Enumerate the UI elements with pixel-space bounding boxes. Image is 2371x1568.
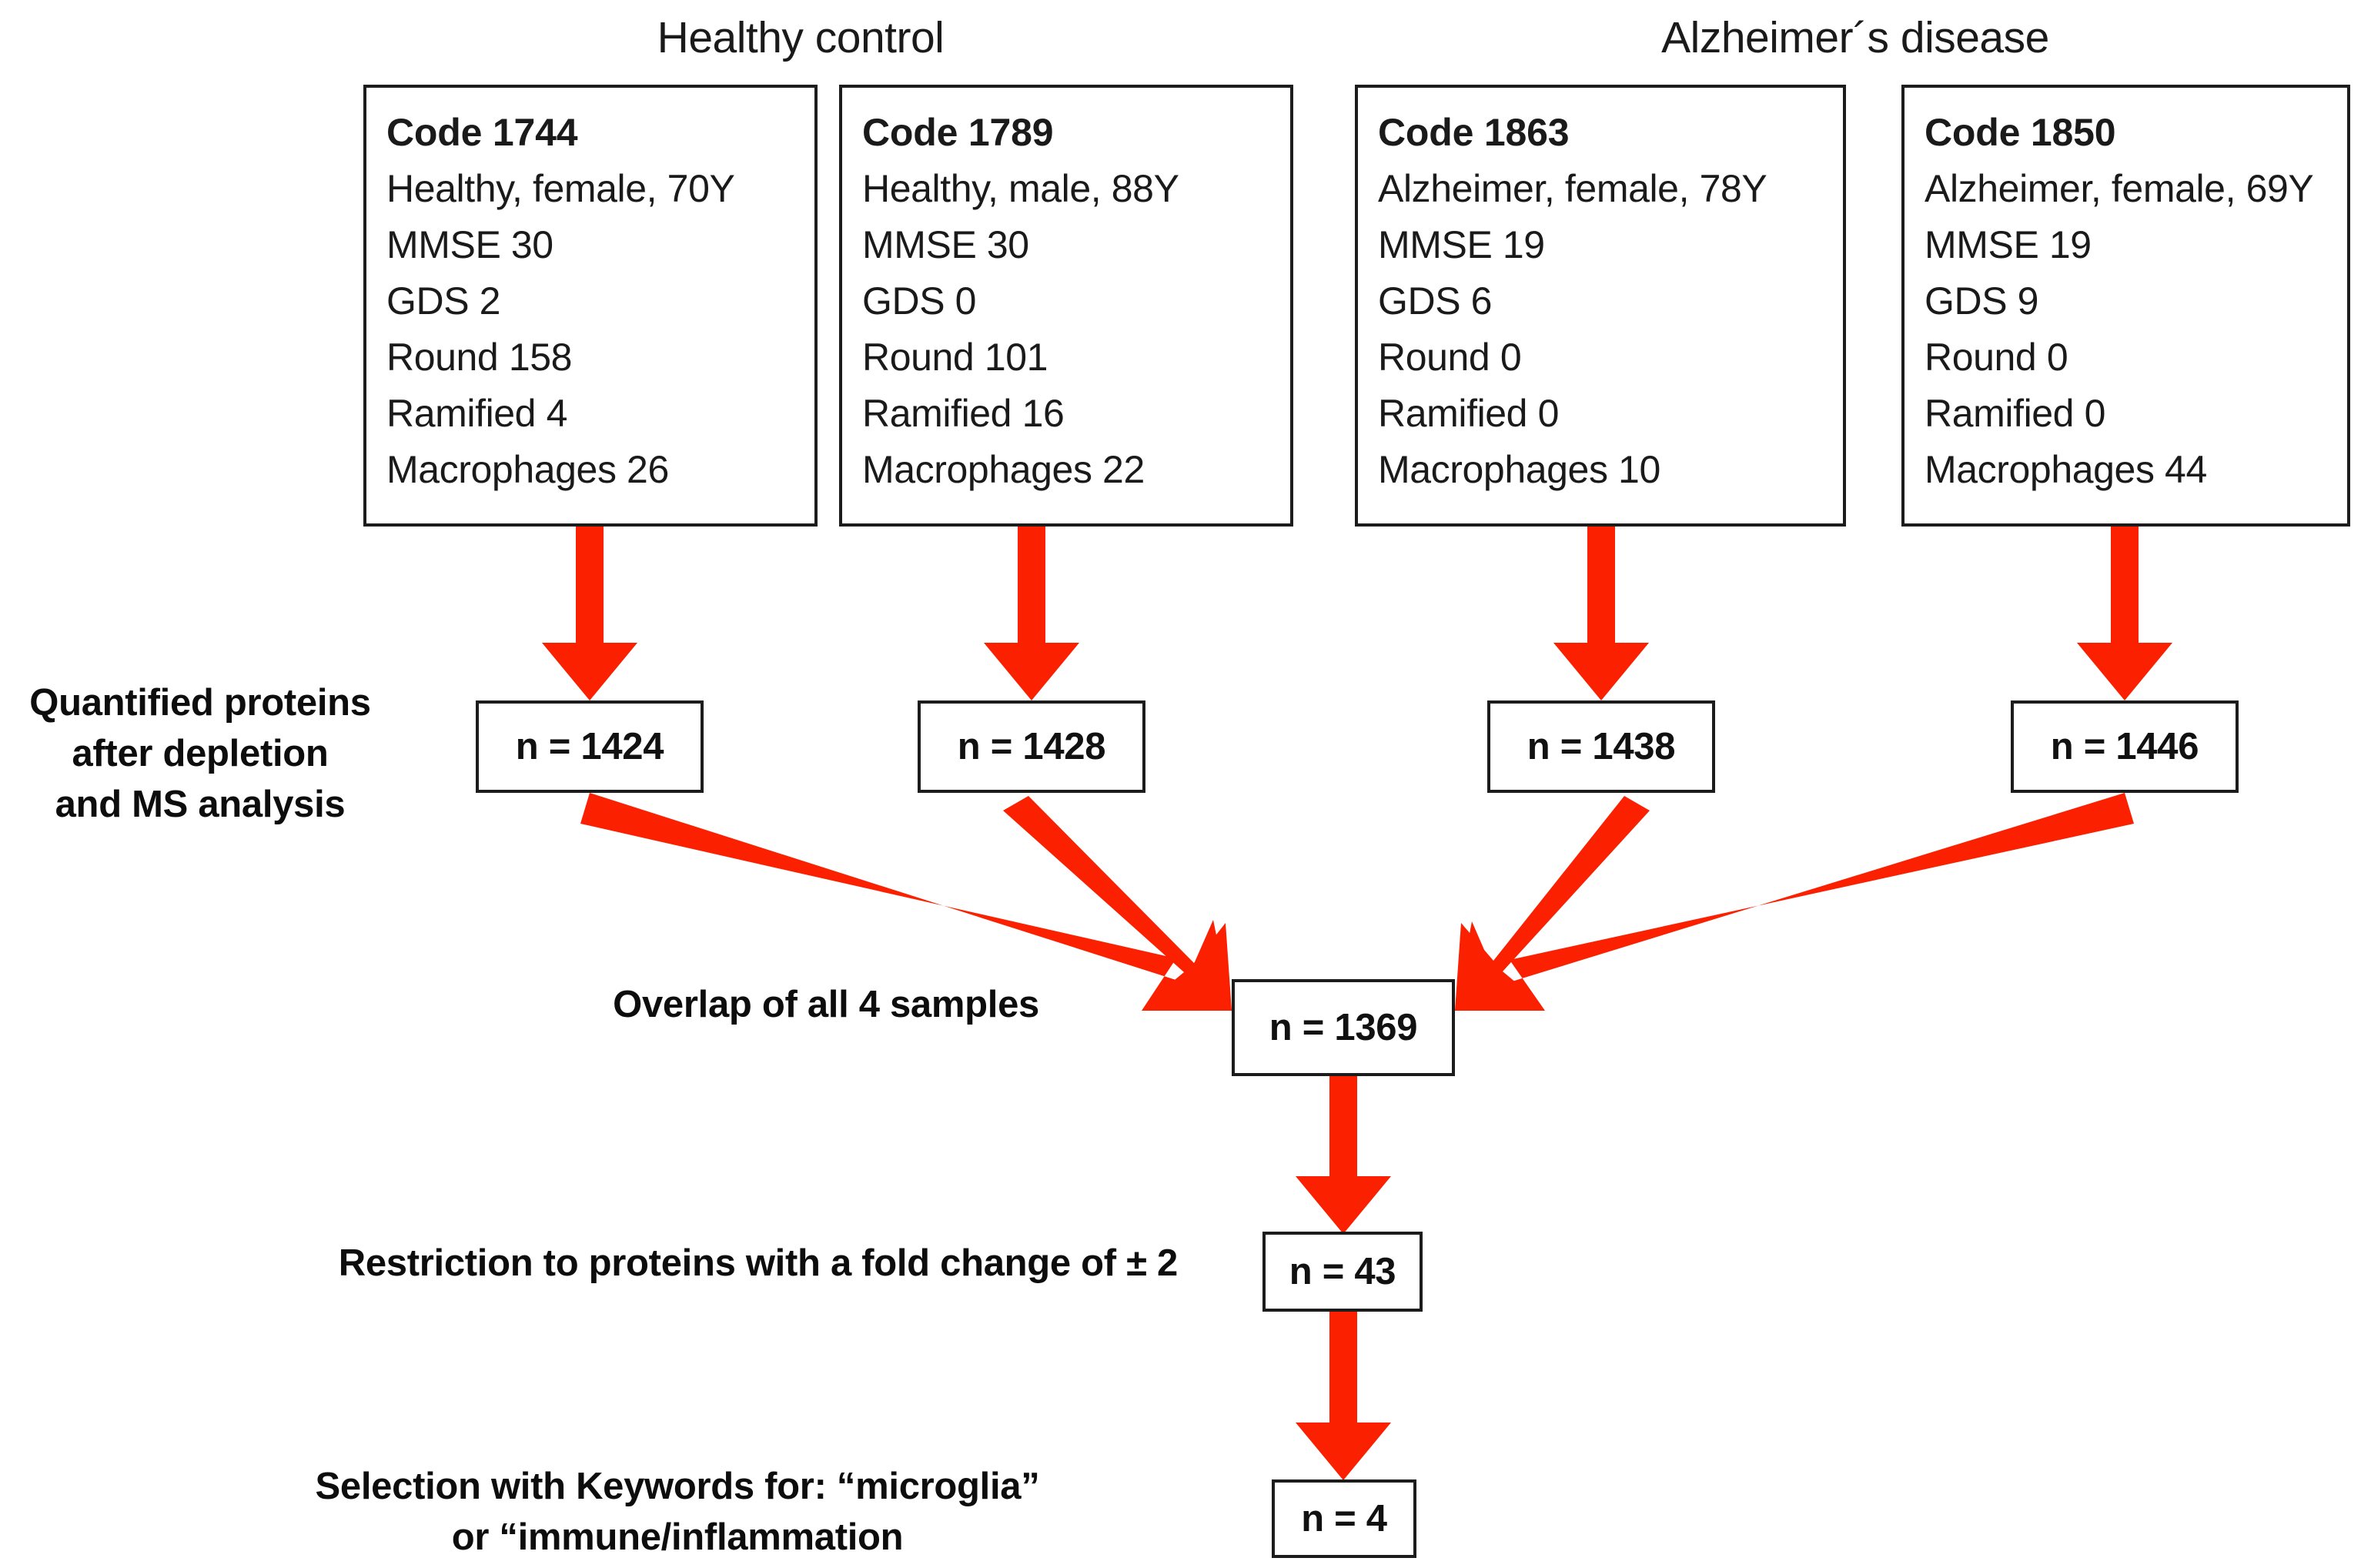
subject-macrophages: Macrophages 22 [862,448,1145,491]
subject-code: Code 1863 [1378,111,1570,154]
count-value: n = 1438 [1527,726,1676,767]
subject-ramified: Ramified 0 [1925,392,2105,435]
subject-box-1789[interactable]: Code 1789 Healthy, male, 88Y MMSE 30 GDS… [839,85,1293,527]
stage-label-quantified-proteins: Quantified proteins after depletion and … [0,677,400,830]
stage-label-overlap: Overlap of all 4 samples [177,979,1039,1030]
count-box-1438[interactable]: n = 1438 [1487,700,1715,793]
subject-macrophages: Macrophages 10 [1378,448,1660,491]
subject-mmse: MMSE 19 [1378,223,1545,266]
subject-round: Round 0 [1925,336,2068,379]
subject-gds: GDS 0 [862,279,977,323]
count-box-1369[interactable]: n = 1369 [1232,979,1455,1076]
subject-demographics: Healthy, female, 70Y [386,167,735,210]
subject-box-1744[interactable]: Code 1744 Healthy, female, 70Y MMSE 30 G… [363,85,818,527]
arrow-overlap-to-fold-change [1296,1076,1391,1234]
count-box-1424[interactable]: n = 1424 [476,700,704,793]
count-box-43[interactable]: n = 43 [1262,1232,1423,1312]
count-box-1428[interactable]: n = 1428 [918,700,1145,793]
subject-ramified: Ramified 16 [862,392,1065,435]
subject-demographics: Alzheimer, female, 69Y [1925,167,2314,210]
stage-label-line: and MS analysis [55,784,346,825]
subject-code: Code 1789 [862,111,1054,154]
stage-label-line: Overlap of all 4 samples [613,984,1039,1025]
subject-demographics: Healthy, male, 88Y [862,167,1179,210]
count-value: n = 1424 [515,726,664,767]
group-header-alzheimers-disease: Alzheimer´s disease [1661,13,2049,62]
count-value: n = 1369 [1269,1007,1418,1048]
arrow-count-3-to-overlap [1455,796,1650,1011]
subject-code: Code 1850 [1925,111,2116,154]
group-header-healthy-control: Healthy control [657,13,945,62]
subject-mmse: MMSE 30 [386,223,553,266]
subject-macrophages: Macrophages 44 [1925,448,2207,491]
subject-box-1850[interactable]: Code 1850 Alzheimer, female, 69Y MMSE 19… [1901,85,2350,527]
arrow-subject-3-to-count-3 [1553,527,1649,700]
count-value: n = 1428 [957,726,1106,767]
count-box-1446[interactable]: n = 1446 [2011,700,2239,793]
arrow-fold-change-to-keyword-selection [1296,1311,1391,1480]
stage-label-line: or “immune/inflammation [451,1516,904,1558]
subject-macrophages: Macrophages 26 [386,448,669,491]
arrow-subject-2-to-count-2 [984,527,1079,700]
arrow-count-1-to-overlap [580,793,1232,1011]
subject-mmse: MMSE 30 [862,223,1029,266]
subject-code: Code 1744 [386,111,578,154]
subject-gds: GDS 2 [386,279,501,323]
subject-ramified: Ramified 4 [386,392,567,435]
stage-label-line: Restriction to proteins with a fold chan… [338,1242,1179,1284]
stage-label-line: after depletion [72,733,329,774]
count-value: n = 4 [1301,1498,1387,1540]
arrow-subject-4-to-count-4 [2077,527,2172,700]
stage-label-line: Selection with Keywords for: “microglia” [315,1466,1040,1507]
subject-ramified: Ramified 0 [1378,392,1559,435]
count-box-4[interactable]: n = 4 [1272,1479,1416,1558]
subject-round: Round 101 [862,336,1048,379]
arrow-count-4-to-overlap [1455,793,2134,1011]
stage-label-line: Quantified proteins [29,682,371,724]
arrow-count-2-to-overlap [1003,796,1232,1011]
stage-label-keyword-selection: Selection with Keywords for: “microglia”… [177,1461,1178,1563]
subject-box-1863[interactable]: Code 1863 Alzheimer, female, 78Y MMSE 19… [1355,85,1846,527]
subject-demographics: Alzheimer, female, 78Y [1378,167,1767,210]
count-value: n = 1446 [2050,726,2199,767]
arrow-subject-1-to-count-1 [542,527,637,700]
count-value: n = 43 [1289,1251,1396,1292]
stage-label-fold-change: Restriction to proteins with a fold chan… [115,1238,1179,1289]
subject-gds: GDS 6 [1378,279,1493,323]
subject-round: Round 0 [1378,336,1522,379]
subject-gds: GDS 9 [1925,279,2039,323]
subject-round: Round 158 [386,336,573,379]
subject-mmse: MMSE 19 [1925,223,2092,266]
